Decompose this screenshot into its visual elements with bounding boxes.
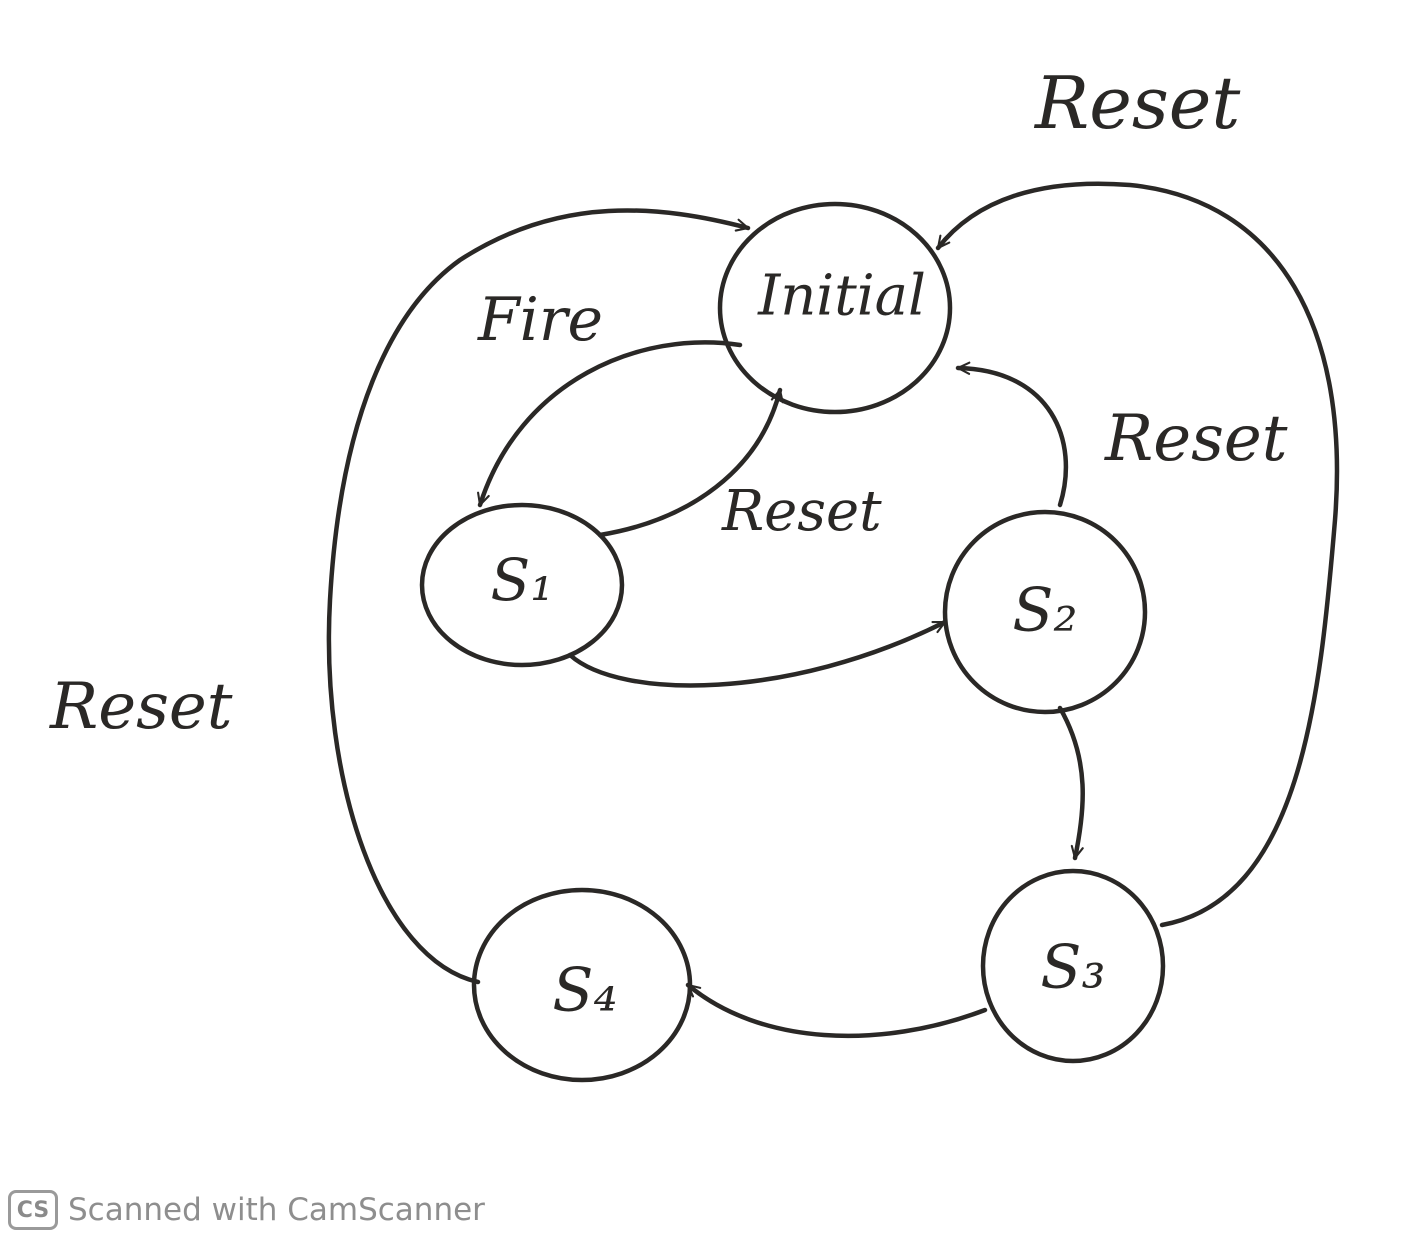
label-fire: Fire (477, 285, 603, 355)
node-s2-label: S₂ (1012, 576, 1077, 646)
edge-s4-initial (326, 208, 748, 985)
node-s3: S₃ (980, 868, 1166, 1064)
node-s3-label: S₃ (1040, 933, 1105, 1003)
watermark-text: Scanned with CamScanner (68, 1192, 485, 1228)
node-s1: S₁ (419, 502, 625, 668)
node-s1-circle (419, 502, 625, 668)
node-s4: S₄ (471, 887, 693, 1083)
camscanner-logo-icon: CS (8, 1190, 58, 1230)
edge-initial-s1 (480, 340, 743, 508)
node-initial: Initial (717, 201, 953, 415)
edge-s1-s2 (567, 619, 948, 688)
node-initial-circle (717, 201, 953, 415)
edge-s3-s4 (685, 982, 988, 1039)
edge-s3-initial (935, 181, 1340, 928)
label-reset-s1: Reset (721, 479, 882, 544)
edge-s2-s3 (1057, 705, 1085, 858)
camscanner-watermark: CS Scanned with CamScanner (8, 1188, 485, 1232)
node-s1-label: S₁ (491, 546, 554, 614)
edge-s2-initial (955, 368, 1069, 508)
label-reset-s2: Reset (1104, 402, 1288, 476)
label-reset-s3: Reset (1033, 61, 1241, 145)
node-s4-label: S₄ (552, 956, 617, 1026)
node-s2: S₂ (942, 509, 1148, 715)
edge-s1-initial (597, 390, 780, 538)
label-reset-s4: Reset (49, 670, 233, 744)
node-s3-circle (980, 868, 1166, 1064)
node-s4-circle (471, 887, 693, 1083)
node-s2-circle (942, 509, 1148, 715)
node-initial-label: Initial (757, 264, 926, 329)
